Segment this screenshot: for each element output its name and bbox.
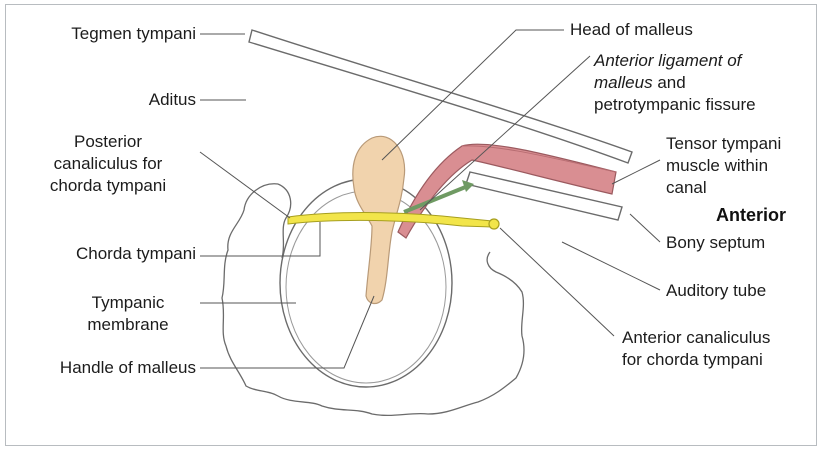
label-head-of-malleus: Head of malleus bbox=[570, 19, 693, 41]
label-petrotympanic-fissure: petrotympanic fissure bbox=[594, 94, 756, 116]
label-tensor-tympani: Tensor tympani muscle within canal bbox=[666, 133, 781, 199]
label-tympanic-membrane-line1: Tympanic bbox=[60, 292, 196, 314]
leader-handle bbox=[200, 296, 374, 368]
tegmen-tympani-plate bbox=[249, 30, 632, 163]
label-posterior-canaliculus-line2: canaliculus for bbox=[20, 153, 196, 175]
label-posterior-canaliculus-line1: Posterior bbox=[20, 131, 196, 153]
label-anterior-ligament: Anterior ligament of malleus and petroty… bbox=[594, 50, 756, 116]
label-tympanic-membrane: Tympanic membrane bbox=[60, 292, 196, 336]
label-tensor-line1: Tensor tympani bbox=[666, 133, 781, 155]
label-chorda-tympani: Chorda tympani bbox=[20, 243, 196, 265]
leader-bony-septum bbox=[630, 214, 660, 242]
label-anterior-canaliculus-line2: for chorda tympani bbox=[622, 349, 770, 371]
label-posterior-canaliculus: Posterior canaliculus for chorda tympani bbox=[20, 131, 196, 197]
label-aditus: Aditus bbox=[20, 89, 196, 111]
leader-auditory-tube bbox=[562, 242, 660, 290]
leader-posterior-canaliculus bbox=[200, 152, 290, 218]
leader-chorda bbox=[200, 222, 320, 256]
leader-head bbox=[382, 30, 564, 160]
leader-tensor bbox=[612, 160, 660, 184]
label-anterior-ligament-and: and bbox=[653, 73, 686, 92]
label-tympanic-membrane-line2: membrane bbox=[60, 314, 196, 336]
label-tegmen-tympani: Tegmen tympani bbox=[20, 23, 196, 45]
anterior-canaliculus-opening bbox=[489, 219, 499, 229]
label-anterior-canaliculus-line1: Anterior canaliculus bbox=[622, 327, 770, 349]
label-anterior-orientation: Anterior bbox=[716, 204, 786, 226]
label-bony-septum: Bony septum bbox=[666, 232, 765, 254]
leader-anterior-canaliculus bbox=[500, 228, 614, 336]
label-anterior-ligament-italic1: Anterior ligament of bbox=[594, 51, 741, 70]
label-anterior-ligament-italic2: malleus bbox=[594, 73, 653, 92]
label-posterior-canaliculus-line3: chorda tympani bbox=[20, 175, 196, 197]
label-auditory-tube: Auditory tube bbox=[666, 280, 766, 302]
label-anterior-canaliculus: Anterior canaliculus for chorda tympani bbox=[622, 327, 770, 371]
label-tensor-line2: muscle within bbox=[666, 155, 781, 177]
label-handle-of-malleus: Handle of malleus bbox=[6, 357, 196, 379]
label-tensor-line3: canal bbox=[666, 177, 781, 199]
